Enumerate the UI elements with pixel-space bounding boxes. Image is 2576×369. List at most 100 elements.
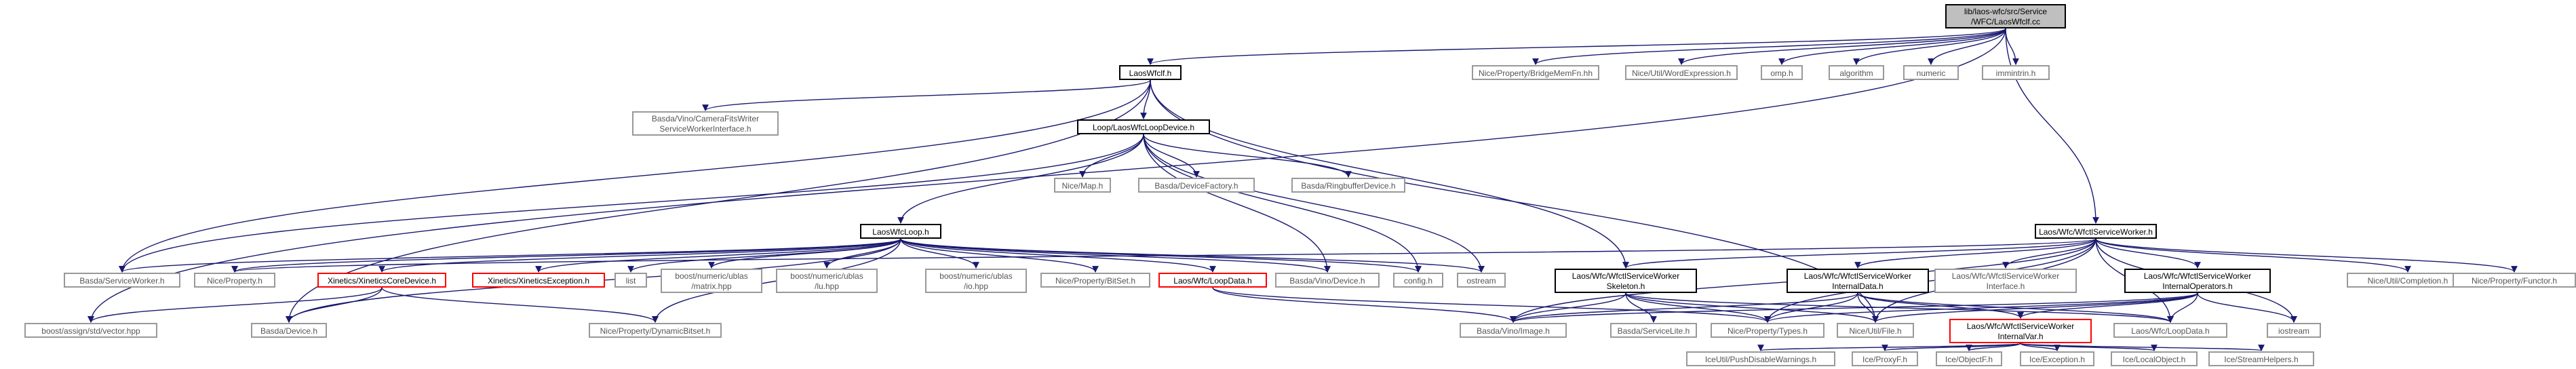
edge-internalvar-to-pushdisable bbox=[1757, 343, 2021, 351]
node-bridge[interactable]: Nice/Property/BridgeMemFn.hh bbox=[1472, 65, 1599, 80]
edge-laoswfclf_h-to-basdasw bbox=[119, 79, 1151, 273]
edge-xinetcore-to-vector bbox=[87, 287, 383, 323]
edge-internalvar-to-streamhelpers bbox=[2020, 343, 2265, 351]
node-ublasio[interactable]: boost/numeric/ublas /io.hpp bbox=[925, 269, 1027, 293]
node-nicemap[interactable]: Nice/Map.h bbox=[1054, 178, 1111, 193]
node-servicelite[interactable]: Basda/ServiceLite.h bbox=[1610, 323, 1697, 338]
edge-laoswfcloop-to-niceprop bbox=[231, 238, 901, 273]
node-streamhelpers[interactable]: Ice/StreamHelpers.h bbox=[2208, 351, 2314, 366]
node-internalops[interactable]: Laos/Wfc/WfctlServiceWorker InternalOper… bbox=[2124, 269, 2271, 293]
edge-root-to-numeric bbox=[1928, 28, 2006, 65]
node-proxyf[interactable]: Ice/ProxyF.h bbox=[1852, 351, 1918, 366]
edge-root-to-wfctlsw bbox=[2005, 28, 2099, 224]
edge-wfctlsw-to-proptypes bbox=[1764, 238, 2096, 323]
node-bitset[interactable]: Nice/Property/BitSet.h bbox=[1040, 273, 1150, 288]
edge-internalops-to-proptypes bbox=[1764, 292, 2198, 323]
edge-skeleton-to-loopdata_grey bbox=[1625, 292, 2174, 323]
node-niceprop[interactable]: Nice/Property.h bbox=[194, 273, 275, 288]
edge-root-to-omp bbox=[1778, 28, 2006, 65]
node-internalvar[interactable]: Laos/Wfc/WfctlServiceWorker InternalVar.… bbox=[1949, 319, 2092, 343]
node-loopdata_grey[interactable]: Laos/Wfc/LoopData.h bbox=[2113, 323, 2227, 338]
node-skeleton[interactable]: Laos/Wfc/WfctlServiceWorker Skeleton.h bbox=[1555, 269, 1697, 293]
node-ringbuffer[interactable]: Basda/RingbufferDevice.h bbox=[1291, 178, 1405, 193]
edge-loopdevice-to-ostream bbox=[1143, 134, 1485, 273]
node-root[interactable]: lib/laos-wfc/src/Service /WFC/LaosWfclf.… bbox=[1945, 4, 2066, 28]
edge-wfctlsw-to-functor bbox=[2095, 238, 2518, 273]
node-iceexc[interactable]: Ice/Exception.h bbox=[2020, 351, 2094, 366]
edge-loopdevice-to-basdasw bbox=[119, 134, 1144, 273]
edge-internalops-to-loopdata_grey bbox=[2167, 292, 2198, 323]
node-niceutilfile[interactable]: Nice/Util/File.h bbox=[1837, 323, 1914, 338]
edge-skeleton-to-servicelite bbox=[1625, 292, 1657, 323]
edge-laoswfcloop-to-xinetexc bbox=[535, 238, 901, 273]
edge-loopdata_red-to-proptypes bbox=[1212, 287, 1771, 323]
node-functor[interactable]: Nice/Property/Functor.h bbox=[2453, 273, 2576, 288]
node-loopdata_red[interactable]: Laos/Wfc/LoopData.h bbox=[1158, 273, 1267, 288]
edge-skeleton-to-proptypes bbox=[1625, 292, 1771, 323]
edge-loopdevice-to-devfactory bbox=[1143, 134, 1200, 178]
edge-loopdevice-to-ringbuffer bbox=[1143, 134, 1352, 178]
edge-internaldata-to-vinoimage bbox=[1510, 292, 1858, 323]
node-list[interactable]: list bbox=[614, 273, 647, 288]
edge-internalops-to-internalvar bbox=[2017, 292, 2198, 319]
node-wfcinterface[interactable]: Laos/Wfc/WfctlServiceWorker Interface.h bbox=[1934, 269, 2077, 293]
node-pushdisable[interactable]: IceUtil/PushDisableWarnings.h bbox=[1686, 351, 1835, 366]
node-vinoimage[interactable]: Basda/Vino/Image.h bbox=[1460, 323, 1567, 338]
node-dynbitset[interactable]: Nice/Property/DynamicBitset.h bbox=[589, 323, 722, 338]
edge-xinetcore-to-dynbitset bbox=[381, 287, 659, 323]
node-laoswfclf_h[interactable]: LaosWfclf.h bbox=[1119, 65, 1182, 80]
edge-internalvar-to-proxyf bbox=[1881, 343, 2021, 351]
edge-internalops-to-niceutilfile bbox=[1872, 292, 2198, 323]
node-proptypes[interactable]: Nice/Property/Types.h bbox=[1711, 323, 1824, 338]
node-numeric[interactable]: numeric bbox=[1903, 65, 1959, 80]
edge-laoswfcloop-to-loopdata_red bbox=[900, 238, 1216, 273]
node-completion[interactable]: Nice/Util/Completion.h bbox=[2347, 273, 2469, 288]
edge-laoswfcloop-to-xinetcore bbox=[378, 238, 901, 273]
edge-loopdevice-to-nicemap bbox=[1079, 134, 1144, 178]
edge-loopdevice-to-vinodevice bbox=[1143, 134, 1331, 273]
node-objectf[interactable]: Ice/ObjectF.h bbox=[1936, 351, 2002, 366]
node-vinodevice[interactable]: Basda/Vino/Device.h bbox=[1275, 273, 1380, 288]
node-omp[interactable]: omp.h bbox=[1761, 65, 1803, 80]
edge-internaldata-to-loopdata_grey bbox=[1857, 292, 2174, 323]
edge-laoswfcloop-to-bitset bbox=[900, 238, 1099, 273]
node-basdasw[interactable]: Basda/ServiceWorker.h bbox=[64, 273, 180, 288]
edge-skeleton-to-vinoimage bbox=[1510, 292, 1626, 323]
edge-laoswfclf_h-to-camfits bbox=[702, 79, 1151, 111]
node-localobj[interactable]: Ice/LocalObject.h bbox=[2111, 351, 2198, 366]
node-ublaslu[interactable]: boost/numeric/ublas /lu.hpp bbox=[776, 269, 878, 293]
node-camfits[interactable]: Basda/Vino/CameraFitsWriter ServiceWorke… bbox=[632, 111, 779, 136]
edge-wfctlsw-to-skeleton bbox=[1622, 238, 2096, 269]
node-xinetexc[interactable]: Xinetics/XineticsException.h bbox=[472, 273, 605, 288]
node-algorithm[interactable]: algorithm bbox=[1829, 65, 1884, 80]
edge-xinetcore-to-basdadevice bbox=[286, 287, 383, 323]
edge-wfctlsw-to-internalops bbox=[2095, 238, 2201, 269]
edge-laoswfcloop-to-ublasio bbox=[900, 238, 979, 269]
edge-internalvar-to-objectf bbox=[1966, 343, 2021, 351]
node-devfactory[interactable]: Basda/DeviceFactory.h bbox=[1138, 178, 1255, 193]
node-xinetcore[interactable]: Xinetics/XineticsCoreDevice.h bbox=[317, 273, 446, 288]
edge-wfctlsw-to-internaldata bbox=[1854, 238, 2096, 269]
node-loopdevice[interactable]: Loop/LaosWfcLoopDevice.h bbox=[1077, 119, 1210, 134]
edge-root-to-wordexpr bbox=[1678, 28, 2006, 65]
edge-internalvar-to-iceexc bbox=[2020, 343, 2061, 351]
node-basdadevice[interactable]: Basda/Device.h bbox=[251, 323, 327, 338]
node-ostream[interactable]: ostream bbox=[1457, 273, 1506, 288]
node-iostream[interactable]: iostream bbox=[2267, 323, 2321, 338]
node-confighh[interactable]: config.h bbox=[1393, 273, 1443, 288]
edge-laoswfcloop-to-basdasw bbox=[119, 238, 901, 273]
node-vector[interactable]: boost/assign/std/vector.hpp bbox=[24, 323, 157, 338]
node-immintrin[interactable]: immintrin.h bbox=[1982, 65, 2050, 80]
node-ublasmatrix[interactable]: boost/numeric/ublas /matrix.hpp bbox=[661, 269, 762, 293]
edge-internalops-to-vinoimage bbox=[1510, 292, 2198, 323]
edge-internalops-to-iostream bbox=[2197, 292, 2297, 323]
edge-laoswfclf_h-to-skeleton bbox=[1150, 79, 1629, 269]
edge-root-to-algorithm bbox=[1853, 28, 2006, 65]
node-wordexpr[interactable]: Nice/Util/WordExpression.h bbox=[1625, 65, 1738, 80]
node-wfctlsw[interactable]: Laos/Wfc/WfctlServiceWorker.h bbox=[2035, 224, 2157, 239]
edge-wfctlsw-to-completion bbox=[2095, 238, 2411, 273]
node-laoswfcloop[interactable]: LaosWfcLoop.h bbox=[860, 224, 941, 239]
edge-internaldata-to-proptypes bbox=[1764, 292, 1858, 323]
node-internaldata[interactable]: Laos/Wfc/WfctlServiceWorker InternalData… bbox=[1787, 269, 1929, 293]
